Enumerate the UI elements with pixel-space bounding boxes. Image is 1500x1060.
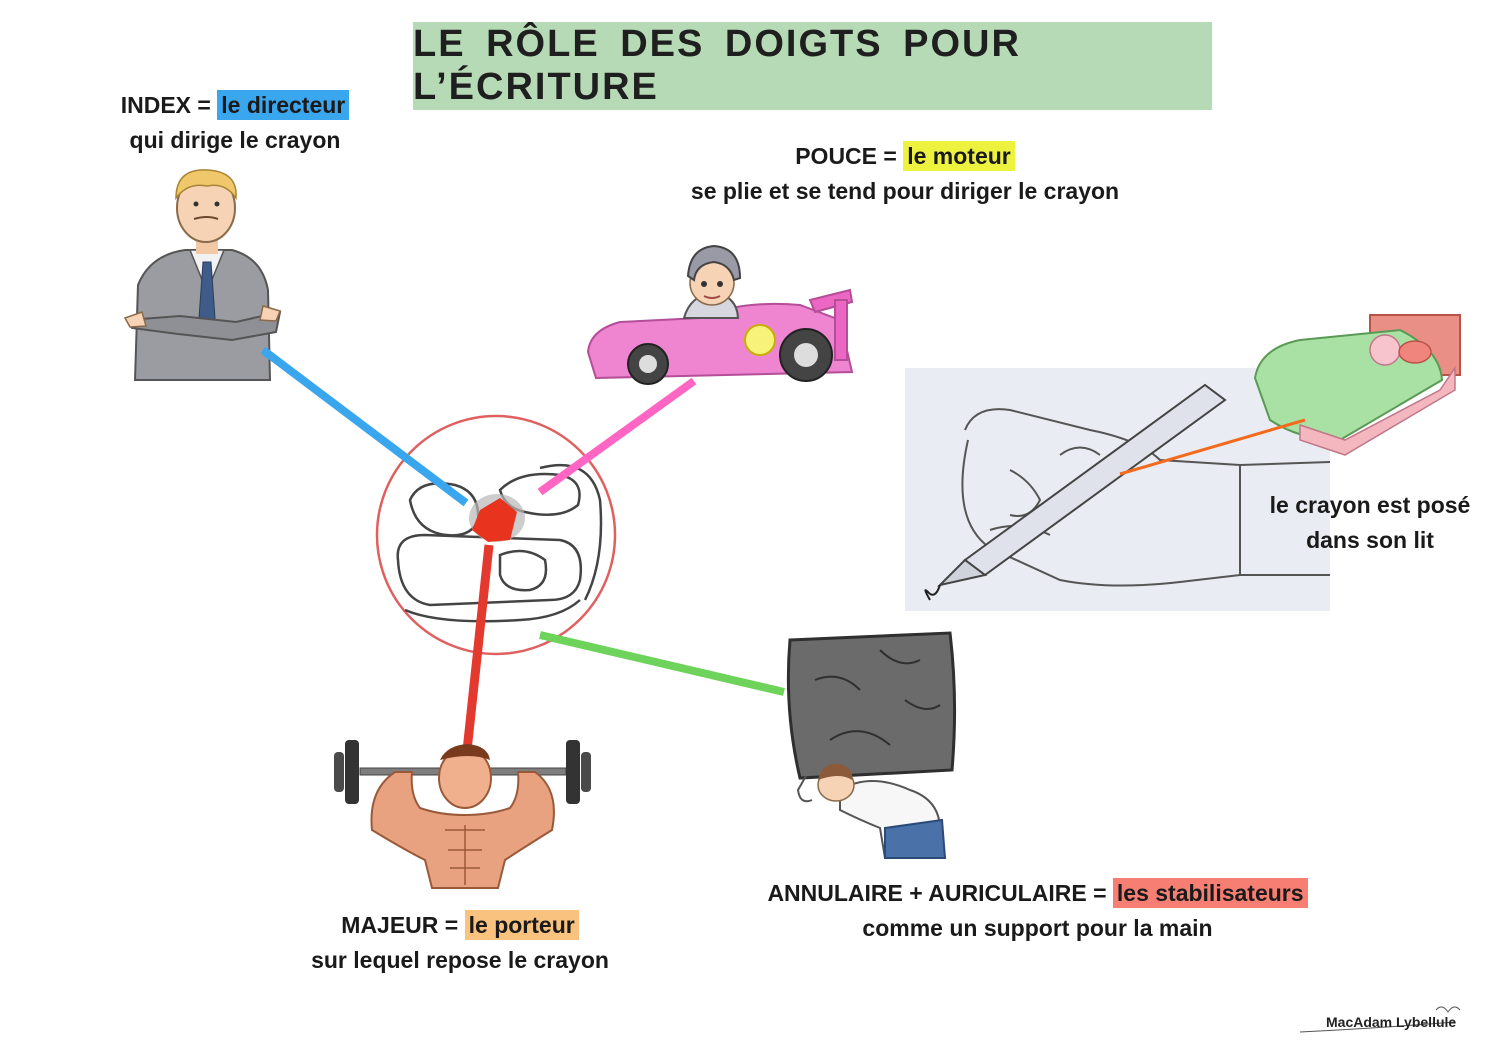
race-car-icon — [586, 244, 854, 385]
index-highlight: le directeur — [217, 90, 350, 120]
majeur-connector — [461, 544, 494, 761]
crayon-connector — [1119, 418, 1306, 476]
crayon-line2: dans son lit — [1306, 527, 1434, 553]
page-title: LE RÔLE DES DOIGTS POUR L’ÉCRITURE — [413, 23, 1021, 108]
title-banner: LE RÔLE DES DOIGTS POUR L’ÉCRITURE — [413, 22, 1212, 110]
annulaire-connector — [539, 631, 785, 696]
rock-carrier-icon — [786, 631, 957, 859]
pouce-prefix: POUCE = — [795, 143, 904, 169]
index-description: qui dirige le crayon — [129, 127, 341, 153]
hand-writing-icon — [905, 368, 1331, 611]
majeur-highlight: le porteur — [464, 910, 579, 940]
index-connector — [260, 346, 469, 507]
pouce-highlight: le moteur — [903, 141, 1015, 171]
pouce-description: se plie et se tend pour diriger le crayo… — [690, 178, 1120, 204]
dragonfly-icon — [1299, 1006, 1461, 1033]
crayon-label: le crayon est posé dans son lit — [1250, 488, 1490, 558]
bed-icon — [1253, 314, 1461, 456]
hand-closeup-icon — [375, 414, 617, 656]
annulaire-description: comme un support pour la main — [862, 915, 1213, 941]
index-prefix: INDEX = — [120, 92, 218, 118]
annulaire-prefix: ANNULAIRE + AURICULAIRE = — [767, 880, 1113, 906]
pouce-label: POUCE = le moteur se plie et se tend pou… — [655, 139, 1155, 209]
index-label: INDEX = le directeur qui dirige le crayo… — [100, 88, 370, 158]
annulaire-highlight: les stabilisateurs — [1112, 878, 1308, 908]
watermark: MacAdam Lybellule — [1326, 1014, 1457, 1030]
majeur-description: sur lequel repose le crayon — [311, 947, 609, 973]
majeur-label: MAJEUR = le porteur sur lequel repose le… — [280, 908, 640, 978]
weightlifter-icon — [334, 740, 591, 889]
businessman-icon — [123, 169, 282, 381]
crayon-line1: le crayon est posé — [1269, 492, 1471, 518]
annulaire-label: ANNULAIRE + AURICULAIRE = les stabilisat… — [755, 876, 1320, 946]
pouce-connector — [537, 377, 697, 496]
majeur-prefix: MAJEUR = — [341, 912, 465, 938]
